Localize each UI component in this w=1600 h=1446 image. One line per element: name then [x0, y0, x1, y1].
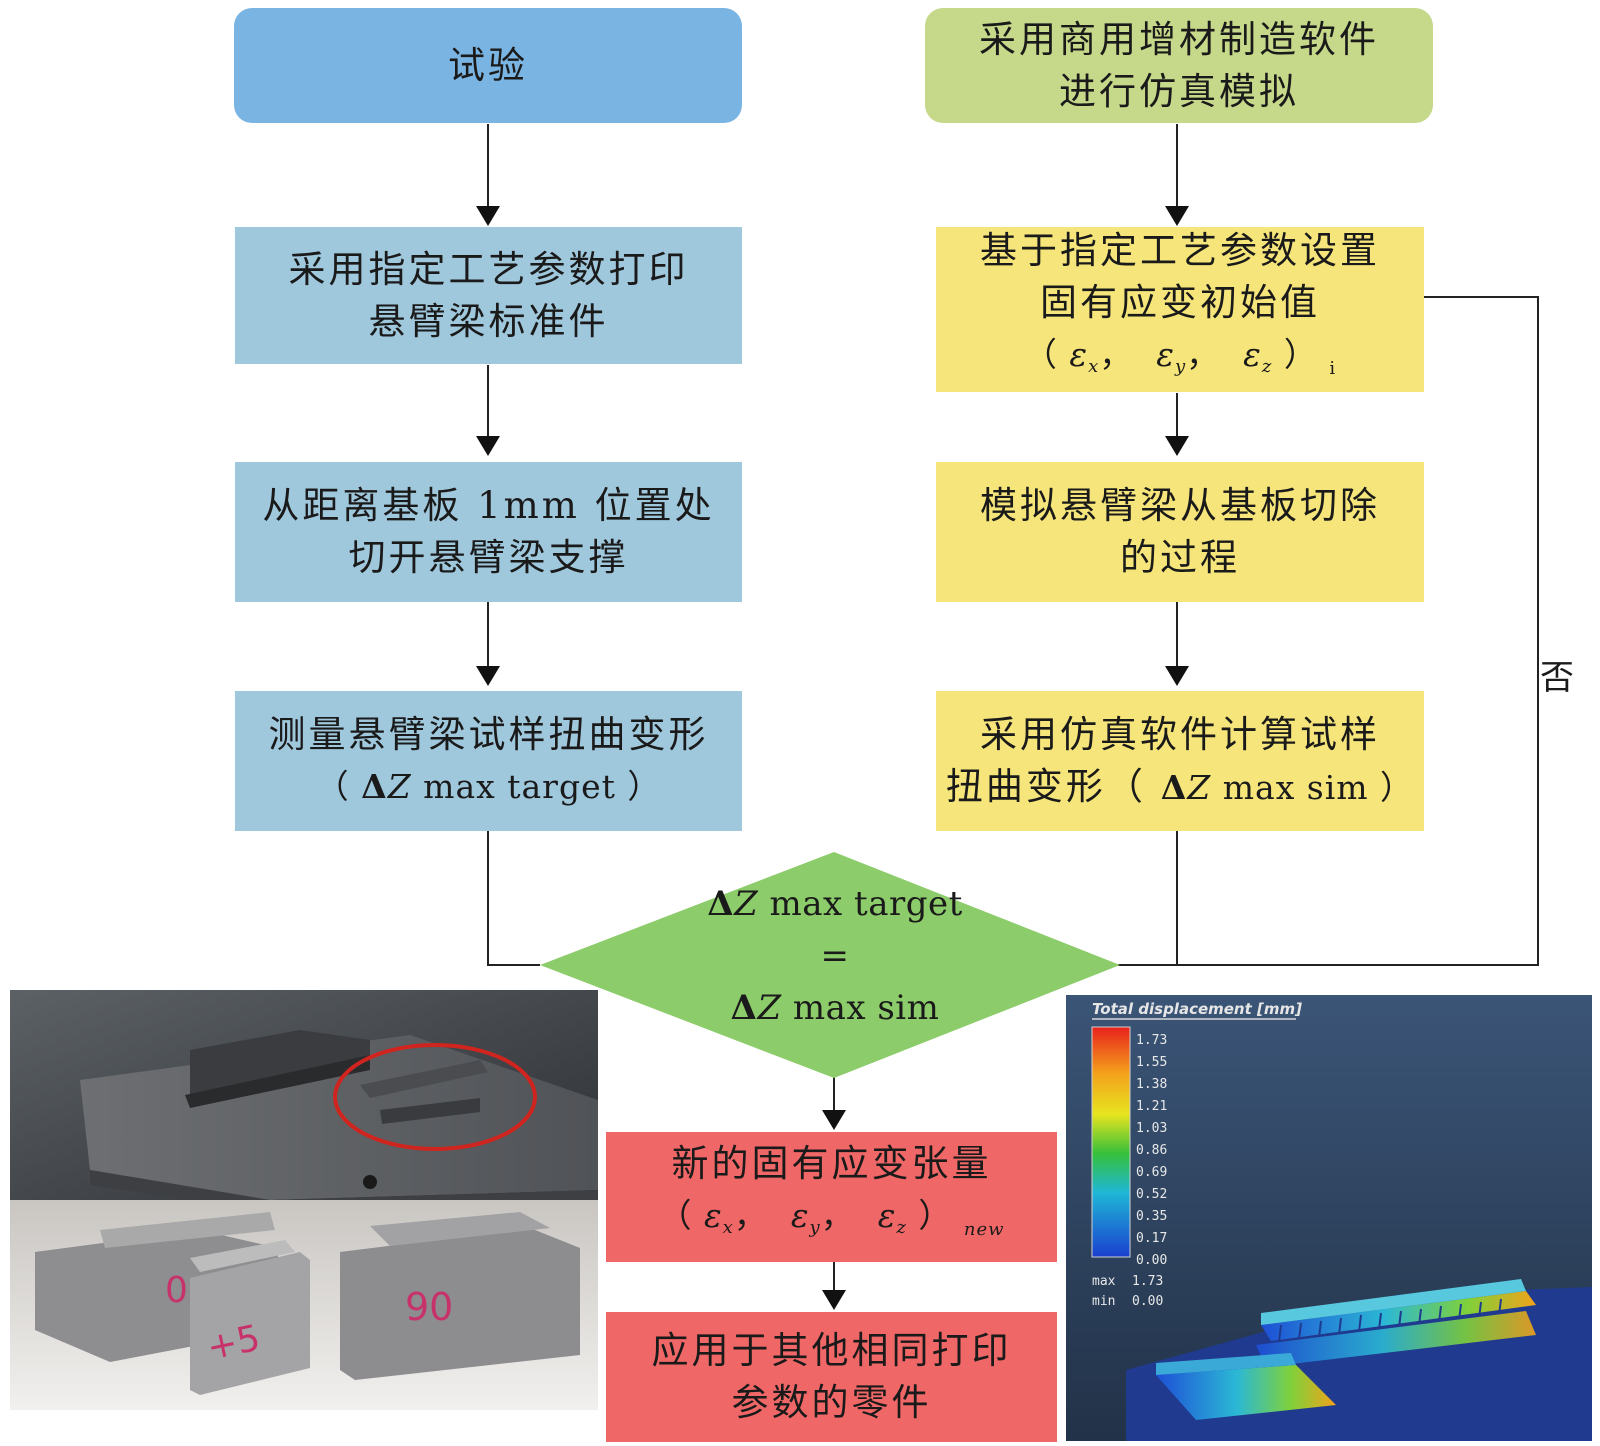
simulation-header-line1: 采用商用增材制造软件: [979, 17, 1379, 61]
simulate-removal-line2: 的过程: [1120, 536, 1240, 579]
tick-label: 0.86: [1136, 1143, 1168, 1158]
new-strain-line1: 新的固有应变张量: [671, 1142, 992, 1185]
test-header: 试验: [234, 8, 742, 123]
color-scale-ticks: 1.73 1.55 1.38 1.21 1.03 0.86 0.69 0.52 …: [1136, 1030, 1196, 1272]
simulation-title: Total displacement [mm]: [1092, 1000, 1302, 1018]
photo-label-0: 0: [165, 1270, 188, 1311]
min-value: 0.00: [1132, 1294, 1164, 1309]
tick-label: 0.17: [1136, 1231, 1168, 1246]
tick-label: 0.69: [1136, 1165, 1168, 1180]
apply-to-parts-line1: 应用于其他相同打印: [651, 1329, 1012, 1372]
tick-label: 0.35: [1136, 1209, 1168, 1224]
measure-distortion-line1: 测量悬臂梁试样扭曲变形: [268, 713, 709, 756]
new-strain-box: 新的固有应变张量 （ εx， εy， εz ） new: [606, 1132, 1057, 1262]
tick-label: 1.55: [1136, 1055, 1168, 1070]
decision-sim: ΔZ max sim: [730, 988, 940, 1028]
apply-to-parts-line2: 参数的零件: [731, 1381, 932, 1424]
experiment-photo: 0 +5 90: [10, 990, 598, 1410]
initial-strain-line2: 固有应变初始值: [1040, 280, 1320, 324]
cut-support-line1: 从距离基板 1mm 位置处: [262, 484, 715, 527]
initial-strain-line1: 基于指定工艺参数设置: [980, 228, 1380, 272]
tick-label: 0.00: [1136, 1253, 1168, 1268]
compute-distortion-line2: 扭曲变形（ ΔZ max sim ）: [945, 764, 1415, 808]
tick-label: 1.38: [1136, 1077, 1168, 1092]
max-label: max: [1092, 1274, 1116, 1289]
initial-strain-box: 基于指定工艺参数设置 固有应变初始值 （ εx， εy， εz ） i: [936, 227, 1424, 392]
measure-distortion-box: 测量悬臂梁试样扭曲变形 （ ΔZ max target ）: [235, 691, 742, 831]
simulate-removal-line1: 模拟悬臂梁从基板切除: [980, 484, 1380, 527]
decision-target: ΔZ max target: [707, 884, 963, 924]
tick-label: 1.03: [1136, 1121, 1168, 1136]
print-standard-part-box: 采用指定工艺参数打印 悬臂梁标准件: [235, 227, 742, 364]
line-target-to-decision: [487, 830, 540, 966]
initial-strain-formula: （ εx， εy， εz ） i: [1023, 334, 1337, 379]
simulation-header: 采用商用增材制造软件 进行仿真模拟: [925, 8, 1433, 123]
decision-equals: =: [820, 936, 850, 976]
decision-diamond: [540, 852, 1120, 1078]
print-standard-part-line1: 采用指定工艺参数打印: [288, 247, 689, 291]
cut-support-line2: 切开悬臂梁支撑: [348, 536, 629, 579]
max-value: 1.73: [1132, 1274, 1164, 1289]
measure-distortion-formula: （ ΔZ max target ）: [315, 767, 662, 806]
new-strain-formula: （ εx， εy， εz ） new: [658, 1196, 1005, 1240]
compute-distortion-line1: 采用仿真软件计算试样: [980, 712, 1380, 756]
test-header-label: 试验: [448, 43, 528, 87]
simulation-result-image: [1066, 995, 1592, 1441]
decision-condition: ΔZ max target = ΔZ max sim: [600, 878, 1070, 1034]
apply-to-parts-box: 应用于其他相同打印 参数的零件: [606, 1312, 1057, 1442]
no-branch-label: 否: [1540, 658, 1574, 698]
photo-label-90: 90: [405, 1285, 453, 1329]
min-max-readout: max 1.73 min 0.00: [1092, 1272, 1163, 1312]
cut-support-box: 从距离基板 1mm 位置处 切开悬臂梁支撑: [235, 462, 742, 602]
simulation-header-line2: 进行仿真模拟: [1059, 69, 1299, 113]
loop-no-line: [1118, 296, 1539, 966]
compute-distortion-box: 采用仿真软件计算试样 扭曲变形（ ΔZ max sim ）: [936, 691, 1424, 831]
min-label: min: [1092, 1294, 1116, 1309]
tick-label: 1.73: [1136, 1033, 1168, 1048]
print-standard-part-line2: 悬臂梁标准件: [368, 299, 609, 343]
tick-label: 1.21: [1136, 1099, 1168, 1114]
tick-label: 0.52: [1136, 1187, 1168, 1202]
simulate-removal-box: 模拟悬臂梁从基板切除 的过程: [936, 462, 1424, 602]
